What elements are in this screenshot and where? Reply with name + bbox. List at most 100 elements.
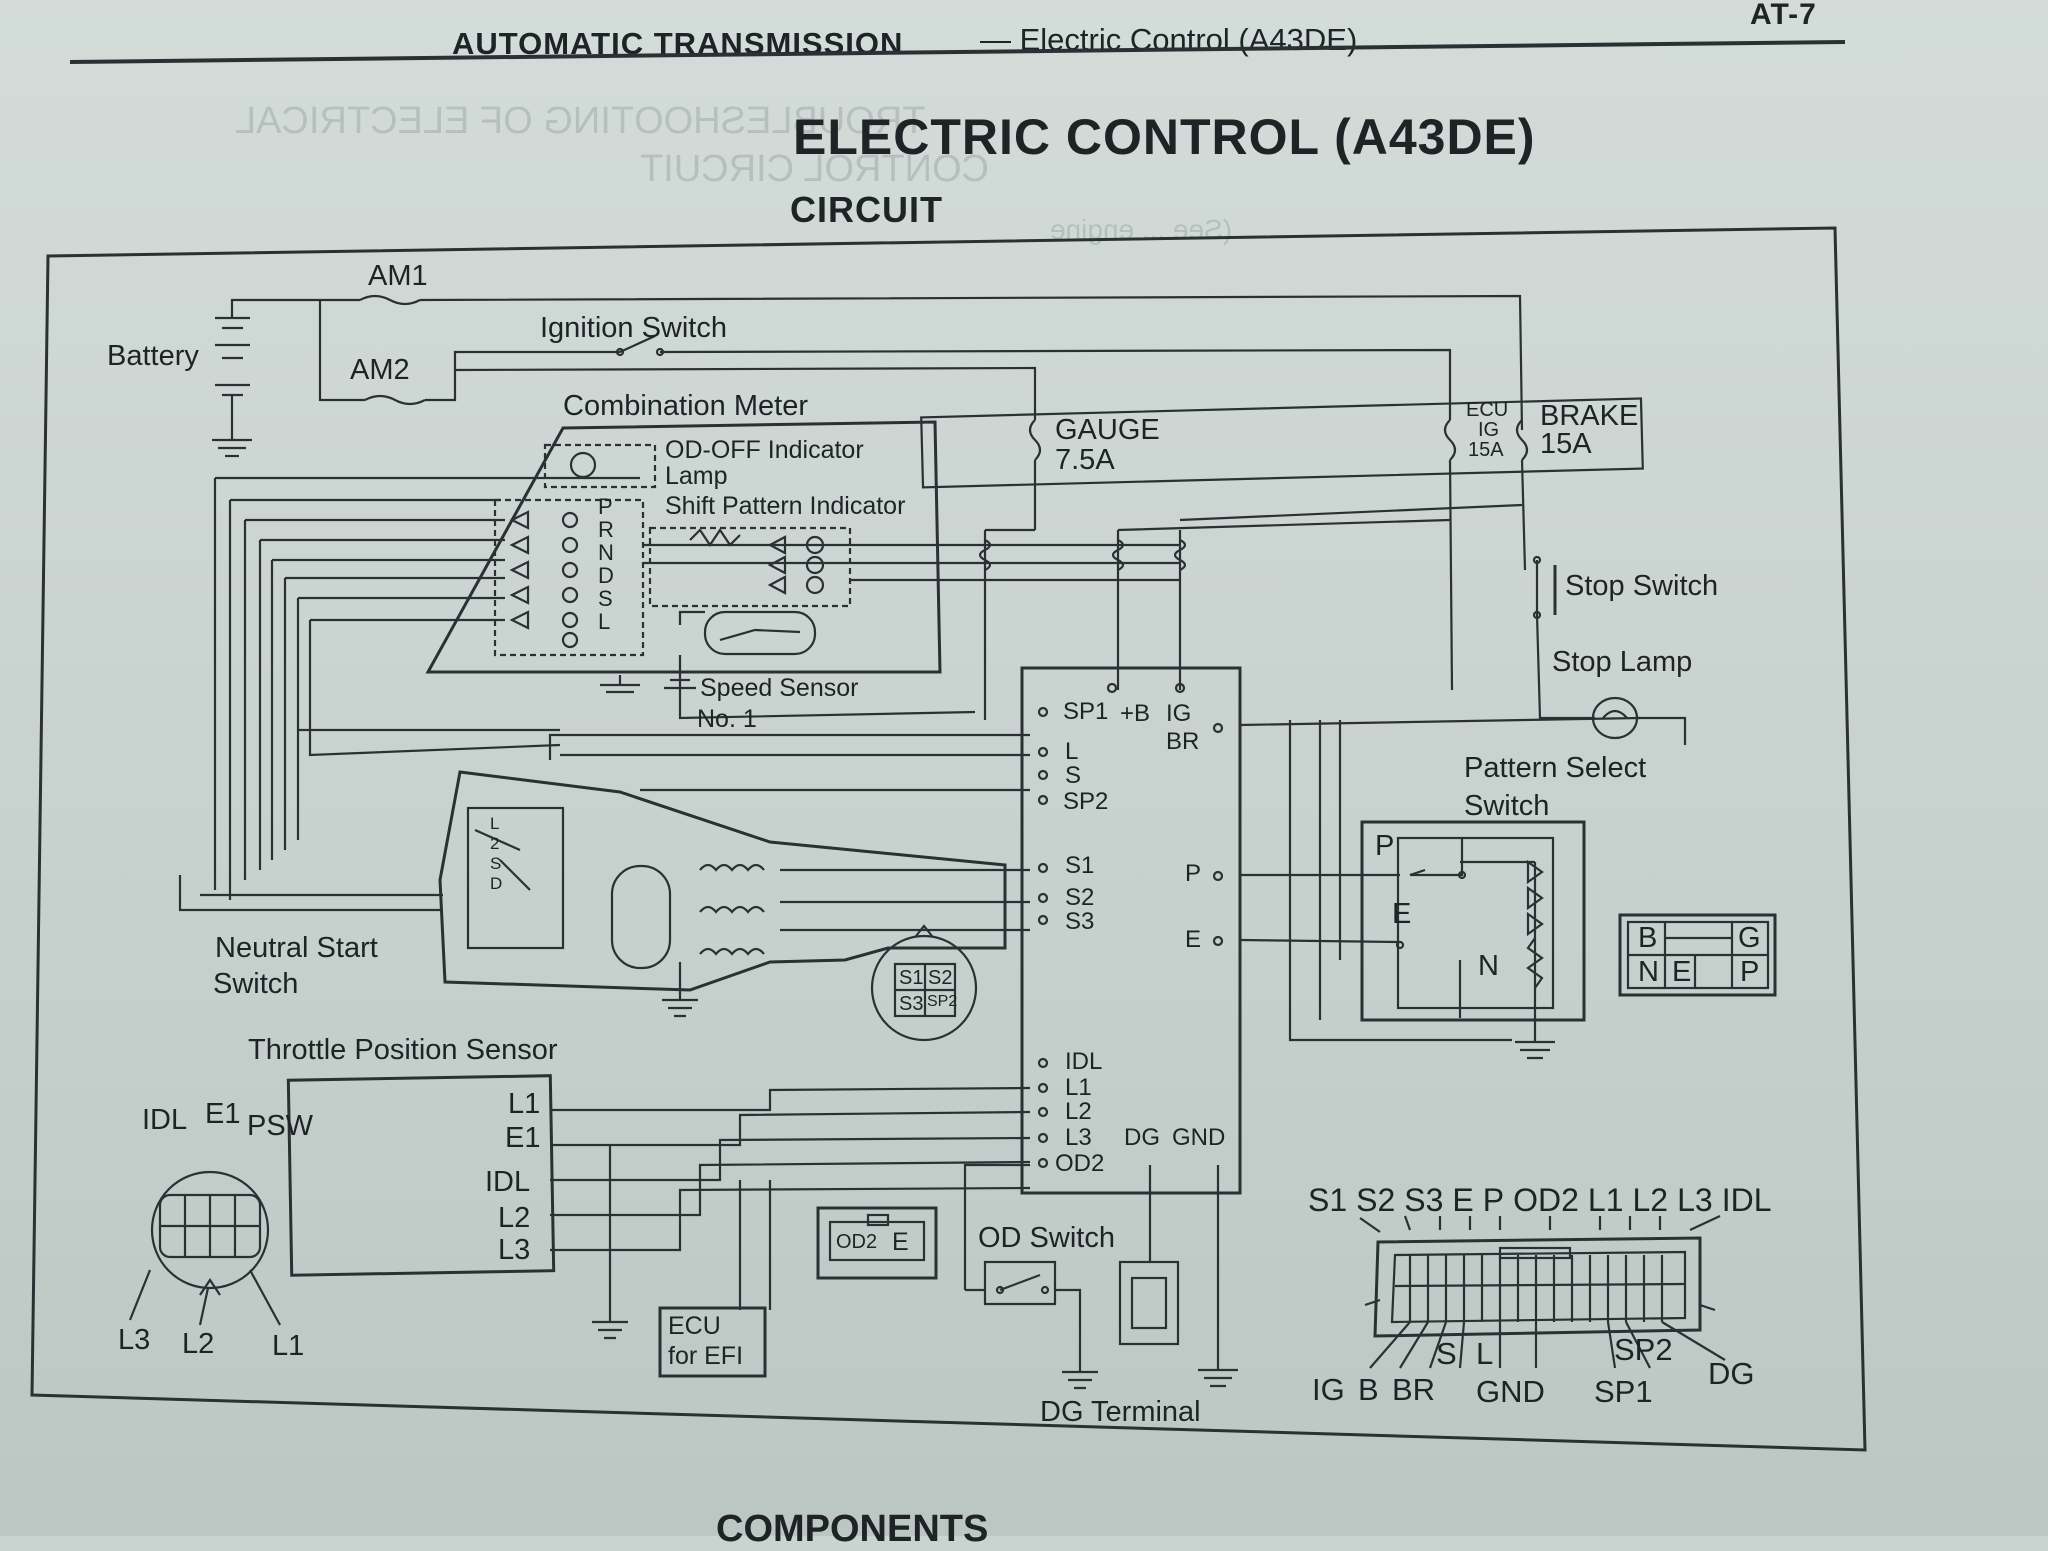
shift-position-r: R	[598, 517, 614, 542]
shift-position-d: D	[598, 563, 614, 588]
od-off-lamp-label: OD-OFF Indicator	[665, 436, 864, 464]
ecu-terminal-s: S	[1065, 762, 1082, 789]
pattern-connector-p: P	[1740, 956, 1760, 988]
pin-l3: L3	[1677, 1182, 1713, 1218]
ecu-terminal-sp2: SP2	[1063, 788, 1109, 815]
shift-position-l: L	[598, 609, 611, 634]
pin-s2: S2	[1356, 1182, 1396, 1218]
nss-position-2: 2	[490, 834, 500, 853]
neutral-start-switch-label: Neutral Start	[215, 932, 378, 964]
ecu-terminal-od2: OD2	[1055, 1150, 1105, 1177]
battery-symbol	[212, 306, 252, 458]
solenoid-pin-s3: S3	[899, 993, 924, 1015]
tps-connector-l1: L1	[272, 1330, 305, 1362]
od-off-lamp-label-2: Lamp	[665, 462, 728, 490]
ecu-terminal-sp1: SP1	[1063, 698, 1109, 725]
pin-s3: S3	[1404, 1182, 1444, 1218]
pin-l: L	[1476, 1336, 1494, 1371]
pattern-connector-g: G	[1738, 922, 1761, 954]
od-switch-label: OD Switch	[978, 1222, 1115, 1254]
pin-idl: IDL	[1721, 1182, 1772, 1218]
speed-sensor-label: Speed Sensor	[700, 674, 859, 702]
pattern-connector-e: E	[1672, 956, 1692, 988]
pin-ig: IG	[1312, 1372, 1345, 1407]
am1-label: AM1	[368, 260, 428, 292]
tps-connector-l3: L3	[118, 1324, 151, 1356]
shift-positions: P R N D S L	[598, 495, 618, 633]
ecu-terminal-plus-b: +B	[1120, 700, 1151, 727]
od2-connector-e: E	[892, 1228, 909, 1256]
ecu-ig-fuse-rating: 15A	[1468, 439, 1504, 461]
pin-br: BR	[1392, 1372, 1436, 1407]
tps-terminal-e1: E1	[505, 1122, 541, 1154]
ecu-terminal-br: BR	[1166, 728, 1200, 755]
combination-meter-label: Combination Meter	[563, 390, 808, 422]
tps-connector-psw: PSW	[247, 1110, 314, 1142]
pin-gnd: GND	[1476, 1374, 1545, 1409]
ecu-terminal-dg: DG	[1124, 1124, 1160, 1151]
tps-connector-idl: IDL	[142, 1104, 188, 1136]
components-heading: COMPONENTS	[716, 1508, 989, 1550]
ecu-terminal-s3: S3	[1065, 908, 1095, 935]
ecu-efi-label-2: for EFI	[668, 1342, 744, 1370]
solenoid-pin-s1: S1	[899, 967, 924, 989]
ecu-terminal-p: P	[1185, 860, 1202, 887]
ecu-ig-fuse-label-2: IG	[1478, 419, 1500, 441]
section-subtitle: CIRCUIT	[790, 189, 943, 230]
brake-fuse-rating: 15A	[1540, 428, 1592, 460]
ecu-terminal-s2: S2	[1065, 884, 1095, 911]
pin-l2: L2	[1632, 1182, 1669, 1218]
ecu-terminal-e: E	[1185, 926, 1202, 953]
ecu-terminal-l1: L1	[1065, 1074, 1092, 1101]
page-number: AT-7	[1750, 0, 1817, 31]
neutral-start-switch-label-2: Switch	[213, 968, 299, 1000]
nss-position-l: L	[490, 814, 500, 833]
pin-s: S	[1436, 1336, 1457, 1371]
pin-e: E	[1452, 1182, 1474, 1218]
pin-sp2: SP2	[1614, 1332, 1673, 1367]
solenoid-pin-s2: S2	[928, 967, 953, 989]
page-title: ELECTRIC CONTROL (A43DE)	[793, 109, 1536, 165]
pattern-switch-position-e: E	[1392, 898, 1412, 930]
pattern-connector-n: N	[1638, 956, 1659, 988]
ecu-terminal-gnd: GND	[1172, 1124, 1226, 1151]
shift-position-s: S	[598, 586, 613, 611]
ignition-switch-label: Ignition Switch	[540, 312, 727, 344]
battery-label: Battery	[107, 340, 199, 372]
pattern-select-label-2: Switch	[1464, 790, 1550, 822]
nss-position-d: D	[490, 874, 503, 893]
gauge-fuse-rating: 7.5A	[1055, 444, 1115, 476]
tps-terminal-idl: IDL	[485, 1166, 531, 1198]
tps-terminal-l1: L1	[508, 1088, 541, 1120]
solenoid-pin-sp2: SP2	[927, 993, 958, 1010]
shift-position-p: P	[598, 494, 613, 519]
ecu-terminal-l3: L3	[1065, 1124, 1092, 1151]
ecu-efi-label: ECU	[668, 1312, 721, 1340]
pattern-select-label: Pattern Select	[1464, 752, 1647, 784]
pin-sp1: SP1	[1594, 1374, 1653, 1409]
nss-position-s: S	[490, 854, 502, 873]
pin-l1: L1	[1587, 1182, 1624, 1218]
tps-terminal-l3: L3	[498, 1234, 531, 1266]
ecu-connector-top-pins: S1 S2 S3 E P OD2 L1 L2 L3 IDL	[1308, 1182, 1771, 1219]
pin-p: P	[1482, 1182, 1505, 1218]
stop-lamp-label: Stop Lamp	[1552, 646, 1693, 678]
tps-connector-l2: L2	[182, 1328, 215, 1360]
od2-connector-od2: OD2	[836, 1231, 878, 1253]
dg-terminal-label: DG Terminal	[1040, 1396, 1201, 1428]
am2-label: AM2	[350, 354, 410, 386]
ecu-terminal-l: L	[1065, 738, 1079, 765]
nss-positions: L 2 S D	[490, 814, 514, 894]
pattern-connector-b: B	[1638, 922, 1658, 954]
gauge-fuse-label: GAUGE	[1055, 414, 1160, 446]
shift-pattern-indicator-label: Shift Pattern Indicator	[665, 492, 906, 520]
pin-od2: OD2	[1513, 1182, 1579, 1218]
pin-s1: S1	[1308, 1182, 1348, 1218]
ecu-terminal-s1: S1	[1065, 852, 1095, 879]
pattern-switch-position-p: P	[1375, 830, 1395, 862]
pin-dg: DG	[1708, 1356, 1755, 1391]
tps-terminal-l2: L2	[498, 1202, 531, 1234]
stop-switch-label: Stop Switch	[1565, 570, 1719, 602]
shift-position-n: N	[598, 540, 614, 565]
ecu-ig-fuse-label: ECU	[1466, 399, 1509, 421]
